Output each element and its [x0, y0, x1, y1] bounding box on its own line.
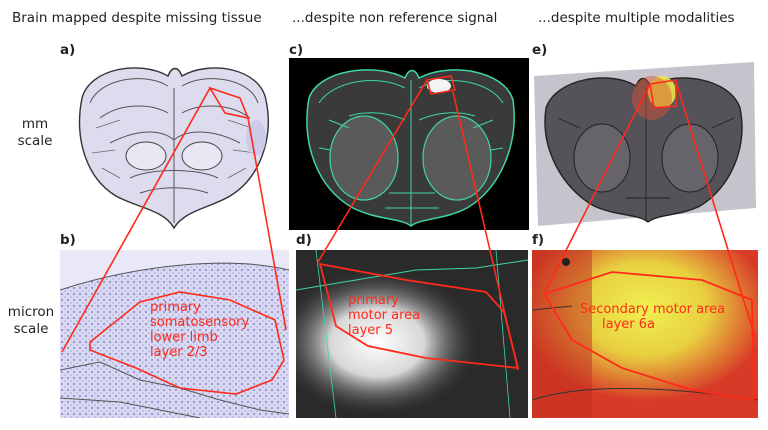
region-d-line-3: layer 5 [348, 323, 394, 338]
row-label-micron-scale-word: scale [13, 321, 49, 337]
panel-label-e: e) [532, 42, 548, 58]
panel-f-magnified-tissue [532, 250, 758, 418]
row-label-mm-scale: mm scale [14, 116, 56, 150]
panel-a-brain-section [60, 58, 285, 233]
panel-e-brain-section [530, 58, 758, 230]
region-label-d: primary motor area layer 5 [348, 293, 420, 338]
panel-label-d: d) [296, 232, 312, 248]
panel-label-b: b) [60, 232, 76, 248]
region-b-line-1: primary [150, 300, 201, 315]
panel-label-a: a) [60, 42, 76, 58]
row-label-micron-scale: micron scale [4, 304, 58, 338]
header-non-reference-signal: ...despite non reference signal [292, 10, 498, 26]
panel-d-magnified-tissue [296, 250, 528, 418]
row-label-mm-scale-word: scale [17, 133, 53, 149]
panel-label-c: c) [289, 42, 304, 58]
region-label-b: primary somatosensory lower limb layer 2… [150, 300, 249, 360]
region-label-f: Secondary motor area layer 6a [580, 302, 725, 332]
panel-b-magnified-tissue [60, 250, 289, 418]
region-f-line-1: Secondary motor area [580, 302, 726, 317]
panel-label-f: f) [532, 232, 545, 248]
header-missing-tissue: Brain mapped despite missing tissue [12, 10, 262, 26]
region-f-line-2: layer 6a [602, 317, 655, 332]
row-label-micron: micron [7, 304, 55, 320]
region-b-line-3: lower limb [150, 330, 218, 345]
region-b-line-4: layer 2/3 [150, 345, 208, 360]
region-d-line-2: motor area [348, 308, 421, 323]
header-multiple-modalities: ...despite multiple modalities [538, 10, 735, 26]
region-b-line-2: somatosensory [150, 315, 250, 330]
region-d-line-1: primary [348, 293, 399, 308]
row-label-mm: mm [21, 116, 49, 132]
